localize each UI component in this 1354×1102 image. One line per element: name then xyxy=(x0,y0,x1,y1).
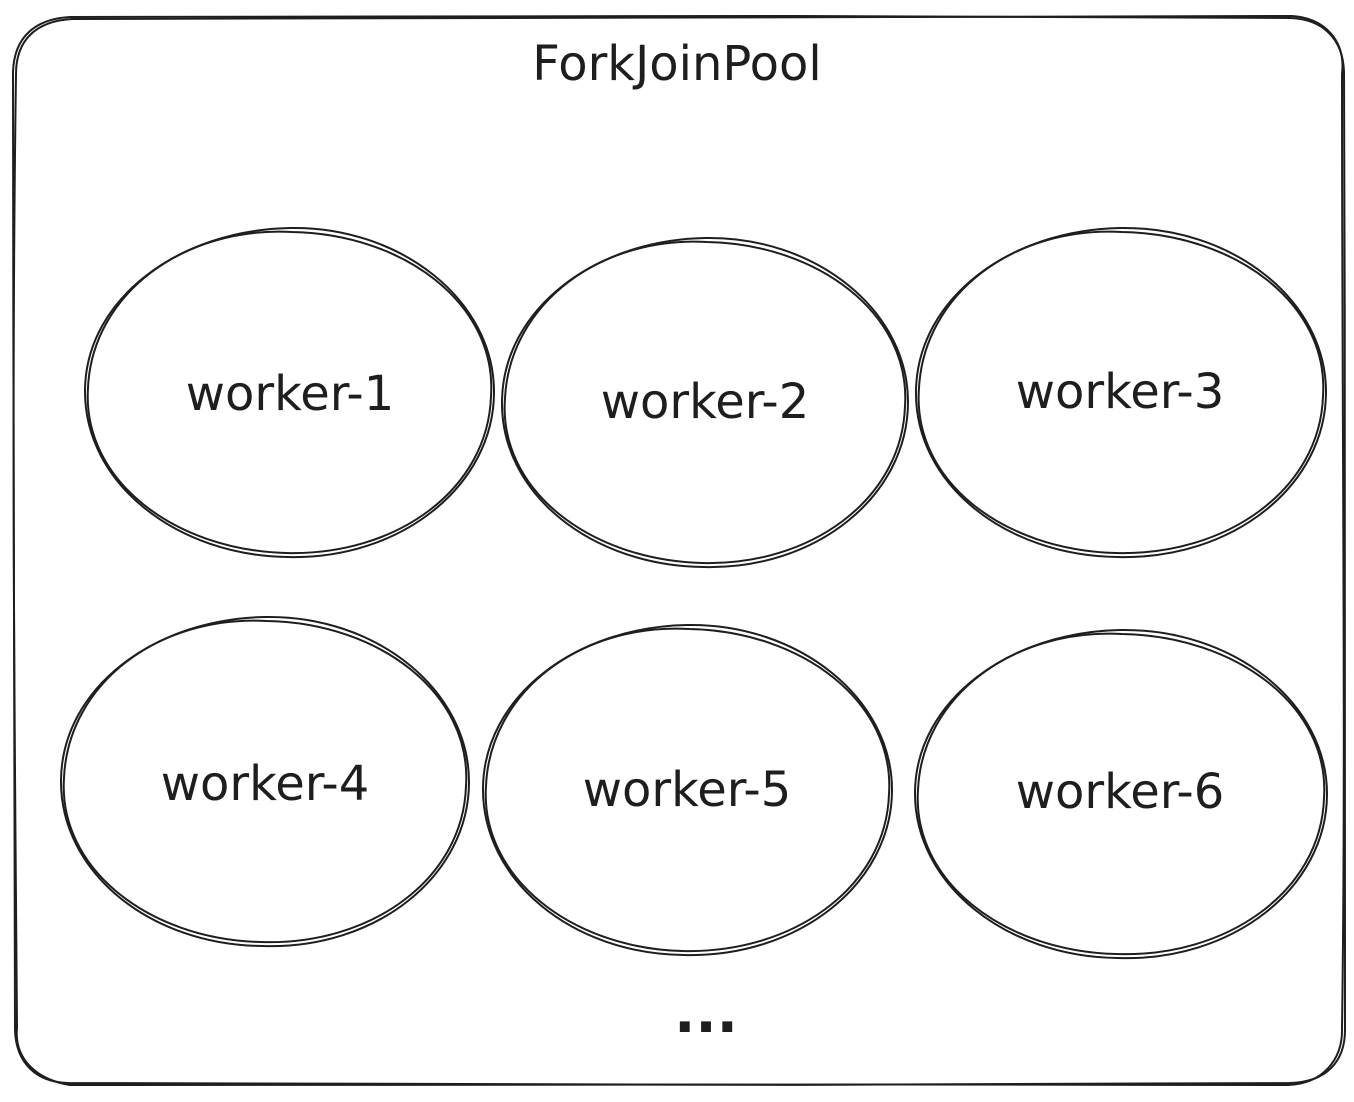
fork-join-pool-container: ForkJoinPool xyxy=(12,14,1346,1087)
worker-node-1: worker-1 xyxy=(83,226,495,559)
worker-label-6: worker-6 xyxy=(1016,764,1225,820)
pool-title: ForkJoinPool xyxy=(532,36,821,92)
worker-label-1: worker-1 xyxy=(186,366,395,422)
worker-node-5: worker-5 xyxy=(481,623,893,957)
more-workers-ellipsis: ... xyxy=(674,981,738,1046)
worker-node-4: worker-4 xyxy=(59,615,470,948)
worker-node-2: worker-2 xyxy=(500,236,909,569)
worker-label-3: worker-3 xyxy=(1016,364,1225,420)
worker-node-6: worker-6 xyxy=(913,628,1328,960)
worker-label-2: worker-2 xyxy=(601,374,810,430)
worker-label-4: worker-4 xyxy=(161,756,370,812)
worker-node-3: worker-3 xyxy=(914,226,1327,559)
worker-label-5: worker-5 xyxy=(583,762,792,818)
